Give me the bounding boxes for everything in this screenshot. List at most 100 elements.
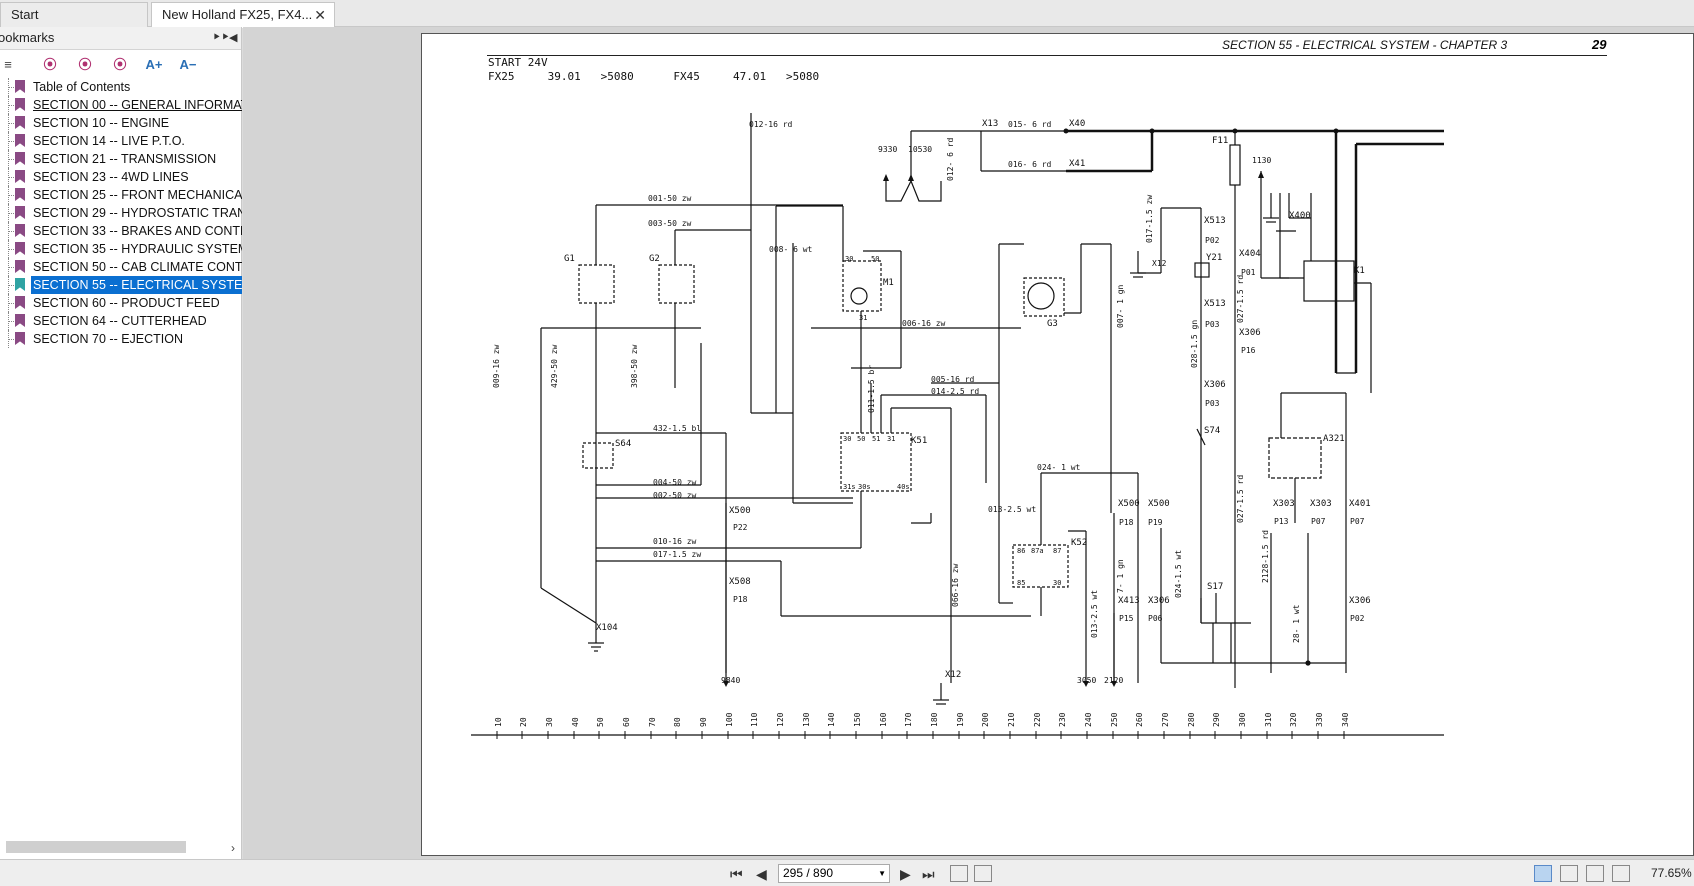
label: P07 bbox=[1350, 517, 1365, 526]
bookmark-item[interactable]: SECTION 50 -- CAB CLIMATE CONTRC bbox=[0, 258, 242, 276]
label: X40 bbox=[1069, 119, 1085, 129]
last-page-icon[interactable]: ⏭ bbox=[922, 866, 935, 882]
tree-connector bbox=[8, 114, 16, 132]
label: K52 bbox=[1071, 538, 1087, 548]
bookmark-item[interactable]: SECTION 23 -- 4WD LINES bbox=[0, 168, 242, 186]
bookmark-item[interactable]: Table of Contents bbox=[0, 78, 242, 96]
scale-label: 70 bbox=[648, 717, 657, 727]
label: 013-2.5 wt bbox=[1090, 590, 1099, 638]
scale-label: 120 bbox=[776, 712, 785, 727]
label: Y21 bbox=[1206, 253, 1222, 263]
label: 024-1.5 wt bbox=[1174, 550, 1183, 598]
next-page-icon[interactable]: ▶ bbox=[900, 866, 911, 882]
previous-view-icon[interactable] bbox=[950, 865, 968, 882]
label: P18 bbox=[733, 595, 748, 604]
bookmark-label: SECTION 23 -- 4WD LINES bbox=[33, 170, 189, 184]
label: P06 bbox=[1148, 614, 1163, 623]
label: G2 bbox=[649, 254, 660, 264]
label: 398-50 zw bbox=[630, 344, 639, 388]
expand-panel-icon[interactable]: ⯈⯈ bbox=[212, 32, 230, 44]
scale-label: 80 bbox=[673, 717, 682, 727]
bookmark-icon bbox=[15, 242, 25, 255]
bookmark-icon bbox=[15, 134, 25, 147]
facing-view-icon[interactable] bbox=[1586, 865, 1604, 882]
label: 2128-1.5 rd bbox=[1261, 530, 1270, 583]
tree-connector bbox=[8, 186, 16, 204]
label: 024- 1 wt bbox=[1037, 463, 1081, 472]
label: 31 bbox=[859, 314, 867, 322]
bookmark-icon bbox=[15, 260, 25, 273]
bookmark-item-selected[interactable]: SECTION 55 -- ELECTRICAL SYSTEM bbox=[0, 276, 242, 294]
bookmark-label: SECTION 29 -- HYDROSTATIC TRANS bbox=[33, 206, 242, 220]
expand-all-icon[interactable]: ≡ bbox=[4, 57, 12, 72]
first-page-icon[interactable]: ⏮ bbox=[730, 866, 743, 882]
bookmark-item[interactable]: SECTION 70 -- EJECTION bbox=[0, 330, 242, 348]
label: 30 bbox=[845, 255, 853, 263]
bookmark-item[interactable]: SECTION 10 -- ENGINE bbox=[0, 114, 242, 132]
label: 2120 bbox=[1104, 676, 1123, 685]
bookmark-label: SECTION 70 -- EJECTION bbox=[33, 332, 184, 346]
label: X500 bbox=[1148, 499, 1170, 509]
label: 012-16 rd bbox=[749, 120, 793, 129]
continuous-view-icon[interactable] bbox=[1560, 865, 1578, 882]
bookmark-item[interactable]: SECTION 00 -- GENERAL INFORMATIC bbox=[0, 96, 242, 114]
scale-label: 180 bbox=[930, 712, 939, 727]
label: X303 bbox=[1310, 499, 1332, 509]
scale-label: 220 bbox=[1033, 712, 1042, 727]
scale-label: 320 bbox=[1289, 712, 1298, 727]
bookmark-item[interactable]: SECTION 35 -- HYDRAULIC SYSTEM bbox=[0, 240, 242, 258]
bookmark-item[interactable]: SECTION 33 -- BRAKES AND CONTRO bbox=[0, 222, 242, 240]
font-decrease-icon[interactable]: A− bbox=[179, 57, 197, 72]
page-number-field[interactable]: 295 / 890▼ bbox=[778, 864, 890, 883]
scale-labels: 10 20 30 40 50 60 70 80 90 100 110 120 1… bbox=[494, 712, 1350, 727]
label: X500 bbox=[1118, 499, 1140, 509]
zoom-level[interactable]: 77.65% bbox=[1651, 866, 1692, 880]
start-line-2: FX25 39.01 >5080 FX45 47.01 >5080 bbox=[488, 70, 820, 83]
prev-page-icon[interactable]: ◀ bbox=[756, 866, 767, 882]
diagram-labels: X13 X40 X41 F11 1130 X400 K1 012-16 rd 0… bbox=[492, 119, 1371, 685]
chevron-down-icon[interactable]: ▼ bbox=[878, 869, 886, 878]
label: 017-1.5 zw bbox=[653, 550, 701, 559]
label: 31s bbox=[843, 483, 856, 491]
bookmarks-title: ookmarks bbox=[0, 30, 55, 45]
tree-connector bbox=[8, 330, 16, 348]
tab-start[interactable]: Start bbox=[0, 2, 148, 27]
label: P01 bbox=[1241, 268, 1256, 277]
bookmark-item[interactable]: SECTION 64 -- CUTTERHEAD bbox=[0, 312, 242, 330]
bookmark-item[interactable]: SECTION 60 -- PRODUCT FEED bbox=[0, 294, 242, 312]
scale-label: 340 bbox=[1341, 712, 1350, 727]
bookmark-item[interactable]: SECTION 29 -- HYDROSTATIC TRANS bbox=[0, 204, 242, 222]
bookmark-item[interactable]: SECTION 25 -- FRONT MECHANICAL D bbox=[0, 186, 242, 204]
label: X41 bbox=[1069, 159, 1085, 169]
bookmark-item[interactable]: SECTION 21 -- TRANSMISSION bbox=[0, 150, 242, 168]
bookmark-item[interactable]: SECTION 14 -- LIVE P.T.O. bbox=[0, 132, 242, 150]
label: 001-50 zw bbox=[648, 194, 692, 203]
bookmark-find-icon[interactable]: ⦿ bbox=[78, 57, 92, 72]
label: 010-16 zw bbox=[653, 537, 697, 546]
font-increase-icon[interactable]: A+ bbox=[145, 57, 163, 72]
collapse-panel-icon[interactable]: ◀ bbox=[229, 32, 238, 44]
scroll-right-icon[interactable]: › bbox=[231, 841, 235, 855]
label: X513 bbox=[1204, 216, 1226, 226]
label: X404 bbox=[1239, 249, 1261, 259]
scale-label: 50 bbox=[596, 717, 605, 727]
bookmark-add-icon[interactable]: ⦿ bbox=[43, 57, 57, 72]
continuous-facing-view-icon[interactable] bbox=[1612, 865, 1630, 882]
label: X306 bbox=[1239, 328, 1261, 338]
tree-connector bbox=[8, 204, 16, 222]
close-icon[interactable]: ✕ bbox=[314, 7, 326, 23]
label: P22 bbox=[733, 523, 748, 532]
single-page-view-icon[interactable] bbox=[1534, 865, 1552, 882]
label: 012- 6 rd bbox=[946, 137, 955, 181]
label: X12 bbox=[1152, 259, 1167, 268]
label: X508 bbox=[729, 577, 751, 587]
bookmark-goto-icon[interactable]: ⦿ bbox=[113, 57, 127, 72]
next-view-icon[interactable] bbox=[974, 865, 992, 882]
horizontal-scrollbar[interactable] bbox=[6, 841, 186, 853]
tab-document[interactable]: New Holland FX25, FX4... ✕ bbox=[151, 2, 335, 28]
label: 7- 1 gn bbox=[1116, 559, 1125, 593]
scale-label: 290 bbox=[1212, 712, 1221, 727]
label: 51 bbox=[872, 435, 880, 443]
tree-connector bbox=[8, 258, 16, 276]
label: P02 bbox=[1350, 614, 1365, 623]
